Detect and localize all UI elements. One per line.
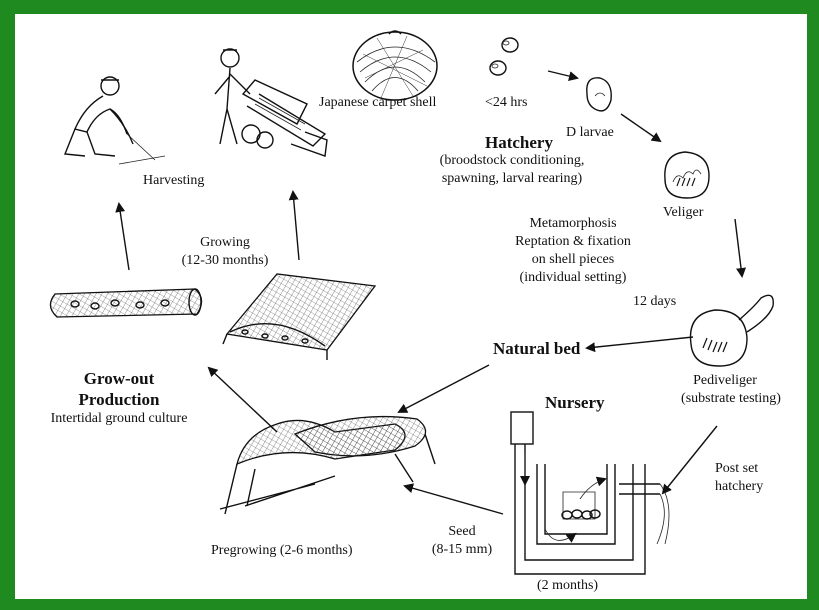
- arrow-pediveliger-to-natural-bed: [587, 337, 693, 348]
- rolled-bag-illustration: [50, 289, 201, 317]
- arrow-pregrowing-to-growout: [209, 368, 277, 432]
- pediveliger-illustration: [691, 295, 774, 366]
- arrow-veliger-to-pediveliger: [735, 219, 742, 276]
- arrow-dlarvae-to-veliger: [621, 114, 660, 141]
- harvester-illustration: [65, 77, 165, 164]
- egg-illustrations: [490, 38, 518, 75]
- label-pediveliger: Pediveliger: [665, 372, 785, 389]
- pregrowing-bags-illustration: [220, 417, 435, 514]
- diagram-canvas: Japanese carpet shell <24 hrs D larvae H…: [15, 14, 807, 599]
- label-seed-2: (8-15 mm): [417, 541, 507, 558]
- label-natural-bed: Natural bed: [493, 338, 580, 359]
- arrow-pediveliger-to-nursery: [663, 426, 717, 493]
- label-intertidal: Intertidal ground culture: [27, 410, 211, 427]
- veliger-illustration: [665, 152, 709, 198]
- arrow-eggs-to-dlarvae: [548, 71, 577, 78]
- label-pregrowing: Pregrowing (2-6 months): [211, 542, 353, 559]
- arrow-growing-to-harvesting: [293, 192, 299, 260]
- label-12-days: 12 days: [633, 293, 676, 310]
- label-post-set-2: hatchery: [715, 478, 763, 495]
- label-growing-1: Growing: [165, 234, 285, 251]
- carpet-shell-illustration: [353, 31, 437, 100]
- open-mesh-bag-illustration: [223, 274, 375, 360]
- d-larvae-illustration: [587, 78, 612, 111]
- label-metamorphosis-3: on shell pieces: [493, 251, 653, 268]
- label-metamorphosis-1: Metamorphosis: [493, 215, 653, 232]
- label-lt-24-hrs: <24 hrs: [485, 94, 528, 111]
- label-japanese-carpet-shell: Japanese carpet shell: [319, 94, 436, 111]
- label-substrate-testing: (substrate testing): [661, 390, 801, 407]
- label-growing-2: (12-30 months): [155, 252, 295, 269]
- label-hatchery-detail-2: spawning, larval rearing): [407, 170, 617, 187]
- label-two-months: (2 months): [537, 577, 598, 594]
- label-growout-1: Grow-out: [59, 368, 179, 389]
- arrow-nursery-to-pregrowing: [405, 486, 503, 514]
- nursery-tank-illustration: [511, 412, 669, 574]
- label-seed-1: Seed: [427, 523, 497, 540]
- label-harvesting: Harvesting: [143, 172, 204, 189]
- worker-machine-illustration: [215, 49, 327, 156]
- label-nursery: Nursery: [545, 392, 604, 413]
- label-hatchery-title: Hatchery: [459, 132, 579, 153]
- arrow-natural-bed-to-pregrowing: [399, 365, 489, 412]
- label-hatchery-detail-1: (broodstock conditioning,: [407, 152, 617, 169]
- label-post-set-1: Post set: [715, 460, 758, 477]
- label-growout-2: Production: [59, 389, 179, 410]
- label-veliger: Veliger: [663, 204, 703, 221]
- label-metamorphosis-4: (individual setting): [493, 269, 653, 286]
- arrow-rolledbag-to-harvesting: [119, 204, 129, 270]
- label-metamorphosis-2: Reptation & fixation: [493, 233, 653, 250]
